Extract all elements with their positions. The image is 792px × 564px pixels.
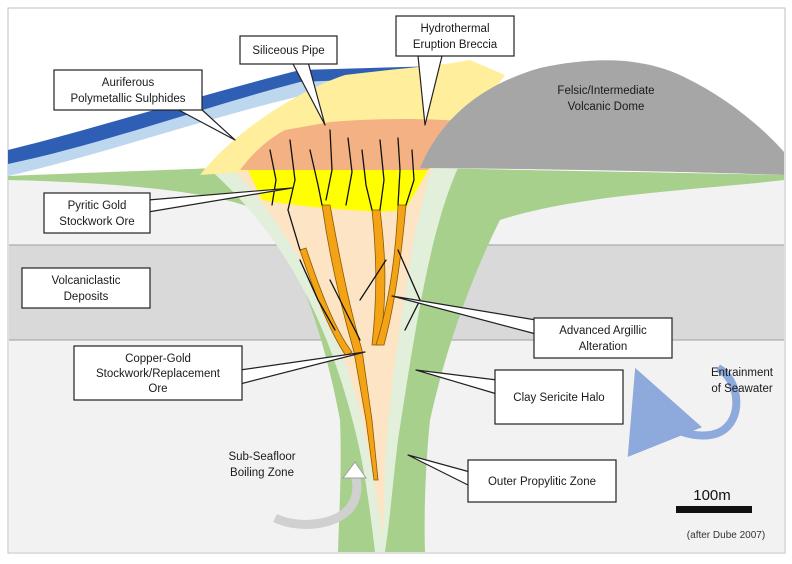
hydrothermal-label-line1: Hydrothermal (420, 23, 489, 35)
scale-bar-label: 100m (693, 487, 731, 504)
boiling-zone-label-line2: Boiling Zone (230, 467, 294, 479)
auriferous-label-line2: Polymetallic Sulphides (70, 93, 185, 105)
scale-bar-line (676, 506, 752, 513)
advanced-argillic-label-line2: Alteration (579, 341, 628, 353)
volcaniclastic-label-line2: Deposits (64, 291, 109, 303)
siliceous-pipe-label: Siliceous Pipe (252, 45, 324, 57)
hydrothermal-label-line2: Eruption Breccia (413, 39, 498, 51)
citation: (after Dube 2007) (687, 530, 765, 541)
felsic-dome-label-line1: Felsic/Intermediate (557, 85, 654, 97)
copper-gold-label-line3: Ore (148, 383, 167, 395)
copper-gold-label-line1: Copper-Gold (125, 353, 191, 365)
pyritic-gold-label-line1: Pyritic Gold (68, 200, 127, 212)
copper-gold-label-line2: Stockwork/Replacement (96, 368, 221, 380)
felsic-dome-label-line2: Volcanic Dome (568, 101, 645, 113)
auriferous-label-line1: Auriferous (102, 77, 155, 89)
volcaniclastic-callout: Volcaniclastic Deposits (22, 268, 150, 308)
entrainment-label-line1: Entrainment (711, 367, 774, 379)
clay-sericite-label: Clay Sericite Halo (513, 392, 604, 404)
boiling-zone-label-line1: Sub-Seafloor (228, 451, 295, 463)
advanced-argillic-label-line1: Advanced Argillic (559, 325, 647, 337)
volcaniclastic-label-line1: Volcaniclastic (51, 275, 120, 287)
entrainment-label-line2: of Seawater (711, 383, 773, 395)
outer-propylitic-label: Outer Propylitic Zone (488, 476, 596, 488)
pyritic-gold-label-line2: Stockwork Ore (59, 216, 134, 228)
